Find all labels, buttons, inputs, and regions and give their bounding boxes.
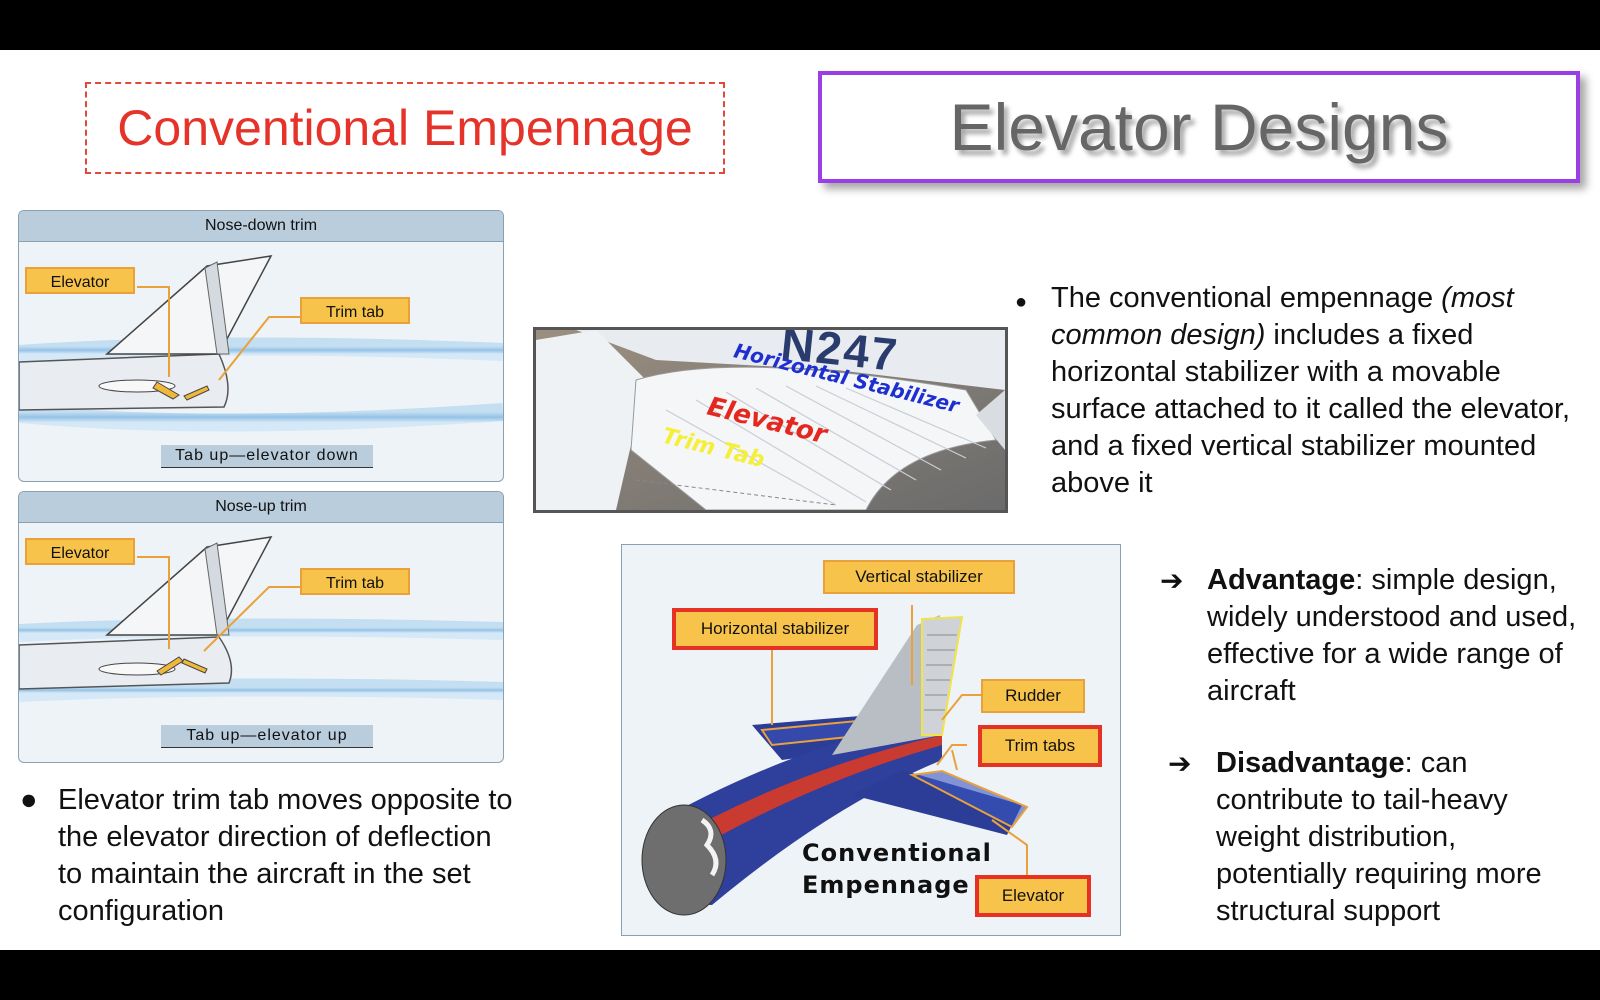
description-part1: The conventional empennage bbox=[1051, 282, 1442, 314]
nose-down-trim-illustration bbox=[19, 255, 503, 432]
disadvantage-text: Disadvantage: can contribute to tail-hea… bbox=[1216, 745, 1588, 930]
trim-tab-label: Trim tab bbox=[300, 297, 410, 324]
panel-heading: Nose-up trim bbox=[19, 492, 503, 523]
disadvantage-label: Disadvantage bbox=[1216, 747, 1405, 779]
empennage-illustration bbox=[641, 605, 1029, 916]
elevator-label: Elevator bbox=[25, 538, 135, 565]
elevator-label: Elevator bbox=[25, 267, 135, 294]
advantage-bullet: ➔ Advantage: simple design, widely under… bbox=[1160, 562, 1590, 722]
vertical-stabilizer-label: Vertical stabilizer bbox=[823, 560, 1015, 594]
advantage-label: Advantage bbox=[1207, 564, 1356, 596]
disadvantage-bullet: ➔ Disadvantage: can contribute to tail-h… bbox=[1168, 745, 1588, 935]
panel-heading: Nose-down trim bbox=[19, 211, 503, 242]
bullet-dot: ● bbox=[1015, 291, 1028, 313]
advantage-body: : simple design, widely understood and u… bbox=[1207, 564, 1577, 707]
nose-up-trim-illustration bbox=[19, 536, 503, 702]
arrow-icon: ➔ bbox=[1168, 748, 1192, 779]
slide: Conventional Empennage Elevator Designs … bbox=[0, 50, 1600, 950]
tail-photo: N247 Horizontal Stabilizer Elevator Trim… bbox=[533, 327, 1008, 513]
empennage-diagram: Vertical stabilizer Horizontal stabilize… bbox=[621, 544, 1121, 936]
trim-tabs-label: Trim tabs bbox=[978, 725, 1102, 767]
rudder-label: Rudder bbox=[981, 679, 1085, 713]
arrow-icon: ➔ bbox=[1160, 565, 1184, 596]
bullet-dot: ● bbox=[20, 784, 38, 816]
horizontal-stabilizer-label: Horizontal stabilizer bbox=[672, 608, 878, 650]
diagram-note-line1: Conventional bbox=[802, 839, 992, 867]
disadvantage-body: : can contribute to tail-heavy weight di… bbox=[1216, 747, 1542, 927]
tail-photo-image bbox=[536, 330, 1005, 510]
description-part2: includes a fixed horizontal stabilizer w… bbox=[1051, 319, 1571, 499]
panel-caption: Tab up—elevator down bbox=[161, 445, 373, 468]
diagram-note-line2: Empennage bbox=[802, 871, 970, 899]
advantage-text: Advantage: simple design, widely underst… bbox=[1207, 562, 1590, 710]
trim-tab-label: Trim tab bbox=[300, 568, 410, 595]
trim-tab-bullet: ● Elevator trim tab moves opposite to th… bbox=[20, 782, 520, 932]
nose-down-trim-panel: Nose-down trim Elevator Trim tab Tab up—… bbox=[18, 210, 504, 482]
elevator-label: Elevator bbox=[975, 875, 1091, 917]
panel-caption: Tab up—elevator up bbox=[161, 725, 373, 748]
description-text: The conventional empennage (most common … bbox=[1051, 280, 1585, 502]
nose-up-trim-panel: Nose-up trim Elevator Trim tab Tab up—el… bbox=[18, 491, 504, 763]
bullet-text: Elevator trim tab moves opposite to the … bbox=[58, 784, 513, 927]
description-bullet: ● The conventional empennage (most commo… bbox=[1015, 280, 1585, 510]
slide-title: Elevator Designs bbox=[818, 71, 1580, 183]
section-title: Conventional Empennage bbox=[85, 82, 725, 174]
description-emphasis: (most common design) bbox=[1051, 282, 1514, 351]
